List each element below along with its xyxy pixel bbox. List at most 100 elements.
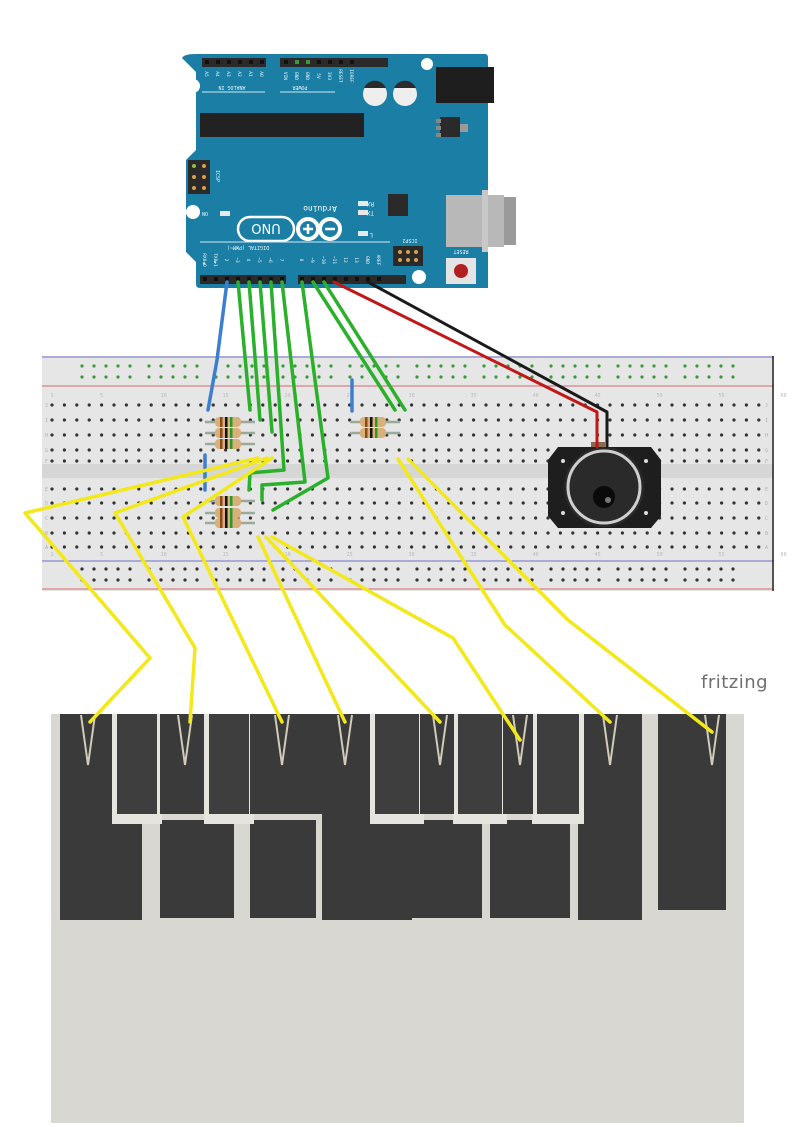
- breadboard-hole: [620, 418, 625, 422]
- breadboard-hole: [149, 448, 153, 452]
- rail-hole: [451, 364, 455, 368]
- paper-clip: [80, 714, 96, 766]
- breadboard-hole: [186, 545, 190, 549]
- breadboard-hole: [546, 418, 550, 422]
- rail-hole: [719, 567, 723, 571]
- breadboard-hole: [310, 403, 314, 407]
- breadboard-hole: [50, 448, 54, 452]
- row-letter: A: [45, 545, 48, 551]
- digital-pin-label: ~3: [234, 257, 240, 263]
- breadboard-hole: [744, 459, 749, 463]
- rail-hole: [439, 578, 443, 582]
- digital-pin-label: ~6: [267, 257, 273, 263]
- touch-wire: [256, 535, 347, 724]
- uno-label: UNO: [251, 220, 280, 235]
- rail-hole: [616, 578, 620, 582]
- header-pin: [225, 277, 229, 281]
- breadboard-hole: [472, 448, 476, 452]
- rail-hole: [104, 578, 108, 582]
- row-letter: A: [765, 545, 768, 551]
- breadboard-hole: [360, 487, 364, 491]
- rail-hole: [664, 364, 668, 368]
- breadboard-hole: [658, 531, 662, 535]
- rail-hole: [719, 364, 723, 368]
- header-pin: [236, 277, 240, 281]
- rail-hole: [238, 578, 242, 582]
- rail-hole: [695, 567, 699, 571]
- breadboard-hole: [124, 448, 128, 452]
- header-pin: [249, 60, 253, 64]
- breadboard-hole: [410, 418, 414, 422]
- digital-label: DIGITAL (PWM~): [227, 244, 269, 250]
- digital-pin-label: 4: [245, 259, 251, 262]
- breadboard-hole: [682, 433, 687, 437]
- header-pin: [328, 60, 332, 64]
- breadboard-hole: [695, 459, 699, 463]
- rail-hole: [317, 375, 321, 379]
- breadboard-hole: [211, 448, 215, 452]
- rail-hole: [463, 578, 467, 582]
- breadboard-hole: [62, 433, 66, 437]
- rail-hole: [451, 567, 455, 571]
- analog-label: ANALOG IN: [218, 84, 245, 90]
- breadboard-hole: [348, 487, 352, 491]
- breadboard-hole: [410, 501, 414, 505]
- rail-hole: [664, 375, 668, 379]
- resistor-band: [230, 508, 233, 518]
- breadboard-hole: [447, 487, 451, 491]
- rail-hole: [116, 567, 120, 571]
- breadboard-hole: [186, 418, 190, 422]
- breadboard-hole: [558, 531, 563, 535]
- rail-hole: [585, 364, 589, 368]
- breadboard-hole: [633, 403, 637, 407]
- breadboard-hole: [62, 487, 66, 491]
- touch-wire: [113, 456, 269, 724]
- digital-pin-label: ~10: [320, 256, 326, 264]
- analog-header: [202, 58, 266, 67]
- breadboard-hole: [422, 516, 426, 520]
- breadboard-hole: [224, 531, 228, 535]
- breadboard-hole: [211, 459, 215, 463]
- rail-hole: [731, 364, 735, 368]
- breadboard-hole: [732, 433, 736, 437]
- rail-hole: [731, 567, 735, 571]
- power-pin-label: GND: [293, 72, 299, 80]
- breadboard-hole: [124, 433, 128, 437]
- power-wire: [332, 280, 599, 449]
- breadboard-hole: [720, 545, 724, 549]
- breadboard-hole: [310, 545, 314, 549]
- rail-hole: [128, 578, 132, 582]
- breadboard-hole: [744, 545, 749, 549]
- breadboard-hole: [372, 487, 376, 491]
- breadboard-hole: [472, 459, 476, 463]
- rail-hole: [707, 375, 711, 379]
- breadboard-hole: [534, 545, 538, 549]
- row-letter: B: [45, 531, 48, 537]
- breadboard-hole: [137, 448, 141, 452]
- breadboard-hole: [695, 516, 699, 520]
- breadboard-hole: [87, 433, 91, 437]
- breadboard-hole: [385, 448, 389, 452]
- breadboard-hole: [509, 545, 513, 549]
- rail-hole: [171, 375, 175, 379]
- breadboard-hole: [335, 403, 339, 407]
- resistor-band: [370, 428, 373, 438]
- breadboard-hole: [286, 448, 290, 452]
- breadboard-hole: [372, 516, 376, 520]
- black-key: [458, 714, 502, 814]
- header-pin: [260, 60, 264, 64]
- breadboard-hole: [509, 516, 513, 520]
- rail-hole: [640, 375, 644, 379]
- breadboard-hole: [658, 448, 662, 452]
- jumper-wire: [206, 280, 229, 412]
- breadboard-hole: [422, 545, 426, 549]
- breadboard-hole: [50, 459, 54, 463]
- analog-pin-label: A5: [203, 71, 209, 77]
- usb-port: [446, 195, 504, 247]
- digital-pin-label: ~5: [256, 257, 262, 263]
- breadboard-hole: [286, 531, 290, 535]
- breadboard-hole: [87, 516, 91, 520]
- analog-pin-label: A2: [236, 71, 242, 77]
- breadboard-hole: [87, 501, 91, 505]
- breadboard-hole: [286, 418, 290, 422]
